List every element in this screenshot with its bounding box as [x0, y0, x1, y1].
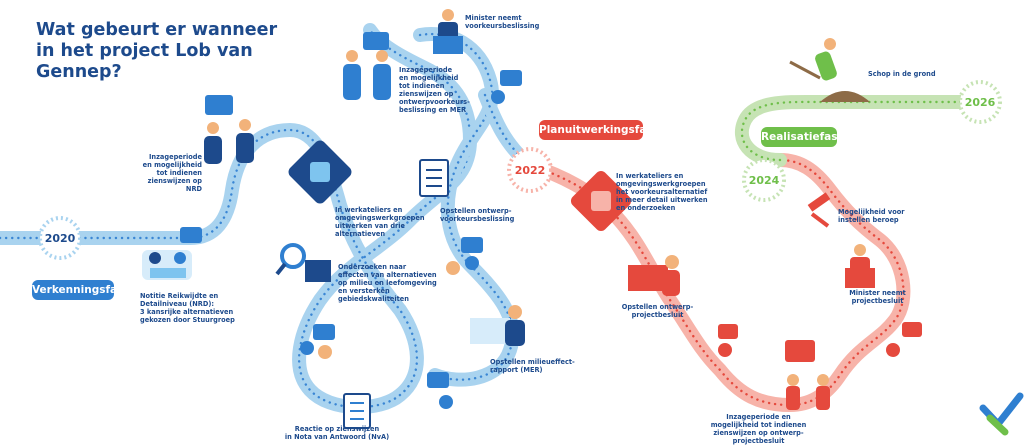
- phase-verkenning: Verkenningsfase: [32, 280, 131, 300]
- title-line-2: in het project Lob van Gennep?: [36, 41, 253, 82]
- year-marker-2022: [507, 147, 553, 193]
- label-inzage-nrd: Inzageperiode en mogelijkheid tot indien…: [142, 153, 202, 193]
- phase-realisatie: Realisatiefase: [761, 127, 845, 147]
- shovel-worker-icon: [789, 38, 870, 102]
- magnifier-chart-icon: [275, 243, 331, 282]
- title-line-1: Wat gebeurt er wanneer: [36, 20, 278, 40]
- year-2026: 2026: [965, 96, 996, 109]
- label-onderzoeken: Onderzoeken naar effecten van alternatie…: [338, 263, 437, 303]
- year-marker-2020: [38, 216, 82, 260]
- label-opstellen-ontwerp-voorkeur: Opstellen ontwerp- voorkeursbeslissing: [440, 207, 515, 223]
- computer-worker-icon: [470, 305, 525, 346]
- year-marker-2024: [742, 158, 786, 202]
- label-werkateliers-voorkeur: In werkateliers en omgevingswerkgroepen …: [616, 172, 708, 212]
- speech-bubble-icon: [180, 32, 522, 388]
- handshake-red-icon: [570, 170, 632, 232]
- year-2024: 2024: [749, 174, 780, 187]
- year-marker-2026: [958, 80, 1002, 124]
- label-opstellen-mer: Opstellen milieueffect- rapport (MER): [490, 358, 575, 374]
- year-2022: 2022: [515, 164, 546, 177]
- label-notitie-nrd: Notitie Reikwijdte en Detailniveau (NRD)…: [140, 292, 235, 324]
- meeting-table-icon: [142, 250, 192, 280]
- speech-bubble-red-icon: [718, 322, 922, 362]
- label-beroep: Mogelijkheid voor instellen beroep: [838, 208, 905, 224]
- label-reactie-zienswijzen: Reactie op zienswijzen in Nota van Antwo…: [284, 425, 390, 441]
- label-minister-projectbesluit: Minister neemt projectbesluit: [849, 289, 906, 305]
- podium-speaker-red-icon: [845, 244, 875, 288]
- document-checklist-icon: [343, 393, 371, 429]
- year-2020: 2020: [45, 232, 76, 245]
- judge-gavel-icon: [807, 192, 831, 228]
- handshake-icon: [288, 140, 352, 204]
- green-road: [734, 94, 997, 167]
- podium-speaker-icon: [433, 9, 463, 54]
- computer-worker-red-icon: [628, 255, 680, 296]
- label-schop-in-de-grond: Schop in de grond: [868, 70, 936, 78]
- page-title: Wat gebeurt er wanneer in het project Lo…: [36, 20, 336, 83]
- person-speech-red-icon: [718, 343, 900, 410]
- label-minister-voorkeursbeslissing: Minister neemt voorkeursbeslissing: [465, 14, 540, 30]
- label-inzage-ontwerp-project: Inzageperiode en mogelijkheid tot indien…: [710, 413, 807, 445]
- logo-icon: [979, 392, 1024, 436]
- label-opstellen-ontwerp-project: Opstellen ontwerp- projectbesluit: [621, 303, 694, 319]
- red-road: [523, 153, 911, 412]
- phase-planuitwerking: Planuitwerkingsfase: [539, 120, 660, 140]
- people-discussion-icon: [204, 50, 391, 164]
- person-speech-icon: [300, 90, 505, 409]
- clipboard-icon: [419, 159, 449, 197]
- label-werkateliers-drie: In werkateliers en omgevingswerkgroepen …: [335, 206, 425, 238]
- label-inzage-ontwerp-voorkeur: Inzageperiode en mogelijkheid tot indien…: [399, 66, 470, 114]
